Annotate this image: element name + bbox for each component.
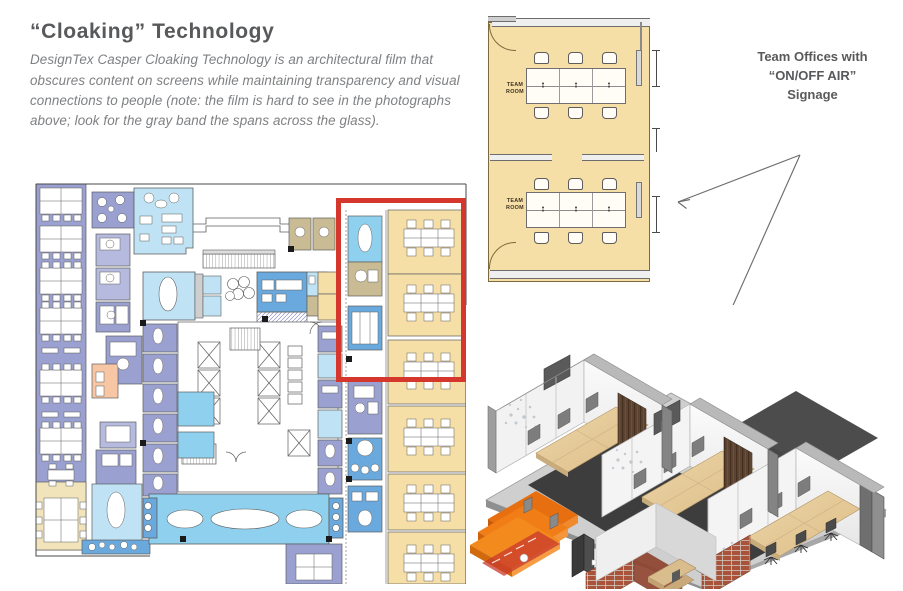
- pillars-left: [523, 496, 559, 530]
- chair-r1-b2: [568, 107, 583, 119]
- dimension-cap-1: [652, 50, 660, 51]
- wall-marker: [591, 559, 597, 566]
- table-segment: [593, 193, 625, 227]
- structural-fins-right: [661, 404, 885, 560]
- callout-label: Team Offices with “ON/OFF AIR” Signage: [735, 48, 890, 105]
- table-room-1: [526, 68, 626, 104]
- dimension-cap-4: [652, 196, 660, 197]
- wall-right-1: [640, 22, 642, 62]
- table-room-2: [526, 192, 626, 228]
- team-room-2-label: TEAM ROOM: [506, 198, 524, 212]
- dimension-cap-5: [652, 232, 660, 233]
- task-chairs-front: [763, 517, 839, 565]
- table-segment: [593, 69, 625, 103]
- zone-tan-right-small: [317, 271, 341, 321]
- chairs-room-1: [527, 391, 599, 446]
- dimension-line-2: [656, 128, 657, 152]
- chair-r2-b3: [602, 232, 617, 244]
- corridor-bottom: [490, 270, 650, 279]
- floor-plan-drawing: [30, 176, 472, 584]
- dimension-cap-3: [652, 128, 660, 129]
- back-wall-fins: [487, 353, 885, 494]
- callout-label-line3: Signage: [787, 86, 838, 102]
- chair-r1-b3: [602, 107, 617, 119]
- second-column-furniture: [88, 195, 138, 551]
- chair-r1-t3: [602, 52, 617, 64]
- stair-top: [202, 249, 276, 269]
- cafe-furniture: [139, 192, 184, 245]
- corridor-walls-top: [193, 217, 292, 233]
- corridor-mid-right: [582, 154, 644, 161]
- zone-bottom-purple: [285, 543, 343, 584]
- glass-panel-1: [636, 50, 642, 86]
- page-body-text: DesignTex Casper Cloaking Technology is …: [30, 52, 460, 129]
- callout-label-line2: “ON/OFF AIR”: [768, 67, 857, 83]
- workstation-clusters: [35, 187, 87, 543]
- brick-room-chairs: [672, 569, 680, 583]
- table-segment: [527, 69, 560, 103]
- chair-r1-t2: [568, 52, 583, 64]
- dimension-line-1: [656, 50, 657, 86]
- chair-r1-b1: [534, 107, 549, 119]
- zone-center-blue: [177, 391, 215, 459]
- chair-r1-t1: [534, 52, 549, 64]
- corridor-mid-left: [490, 154, 552, 161]
- table-segment: [527, 193, 560, 227]
- chair-r2-b2: [568, 232, 583, 244]
- right-lounge-furniture: [350, 223, 380, 527]
- page-title: “Cloaking” Technology: [30, 20, 275, 43]
- text-block: “Cloaking” Technology DesignTex Casper C…: [30, 20, 470, 132]
- column-markers: [140, 246, 352, 542]
- lounge-seating-cluster: [225, 276, 255, 301]
- brick-room-table: [647, 558, 697, 587]
- table-segment: [560, 69, 593, 103]
- cloaking-film-graphic-1: [504, 398, 538, 429]
- wall-display-1: [543, 354, 571, 391]
- zone-meeting-right: [256, 271, 308, 327]
- arrow-to-plan-head: [677, 198, 691, 209]
- highlight-box-team-rooms: [336, 198, 466, 382]
- corridor-top-stub: [488, 16, 516, 22]
- chair-r2-t2: [568, 178, 583, 190]
- dimension-line-3: [656, 196, 657, 232]
- private-office-furniture: [152, 327, 164, 491]
- arrow-to-plan-line: [677, 154, 801, 203]
- corridor-top: [492, 18, 650, 27]
- east-corridor: [345, 210, 387, 584]
- dark-column-center: [571, 533, 595, 578]
- zone-right-rooms: [317, 325, 343, 495]
- brick-room: [585, 502, 751, 589]
- render-3d-drawing: [470, 353, 887, 589]
- building-core: [177, 321, 339, 493]
- zone-pantry: [194, 273, 222, 319]
- conference-tables: [144, 502, 340, 532]
- floor-accent-strip: [482, 531, 560, 576]
- team-room-1-label: TEAM ROOM: [506, 82, 524, 96]
- zone-meeting-left: [142, 271, 196, 321]
- zone-khaki-top: [288, 217, 336, 251]
- chair-r2-t1: [534, 178, 549, 190]
- glass-panel-2: [636, 182, 642, 218]
- overall-floor-plan: [30, 176, 472, 584]
- callout-label-line1: Team Offices with: [757, 49, 868, 64]
- team-room-furniture: [403, 219, 455, 582]
- isometric-team-offices-render: [466, 305, 896, 589]
- enlarged-team-room-plan: TEAM ROOM TEAM ROOM: [478, 6, 670, 298]
- dimension-cap-2: [652, 86, 660, 87]
- zone-private-offices: [142, 323, 178, 497]
- floor-marker: [519, 553, 529, 563]
- chair-r2-t3: [602, 178, 617, 190]
- right-rooms-furniture: [321, 331, 339, 487]
- table-segment: [560, 193, 593, 227]
- chair-r2-b1: [534, 232, 549, 244]
